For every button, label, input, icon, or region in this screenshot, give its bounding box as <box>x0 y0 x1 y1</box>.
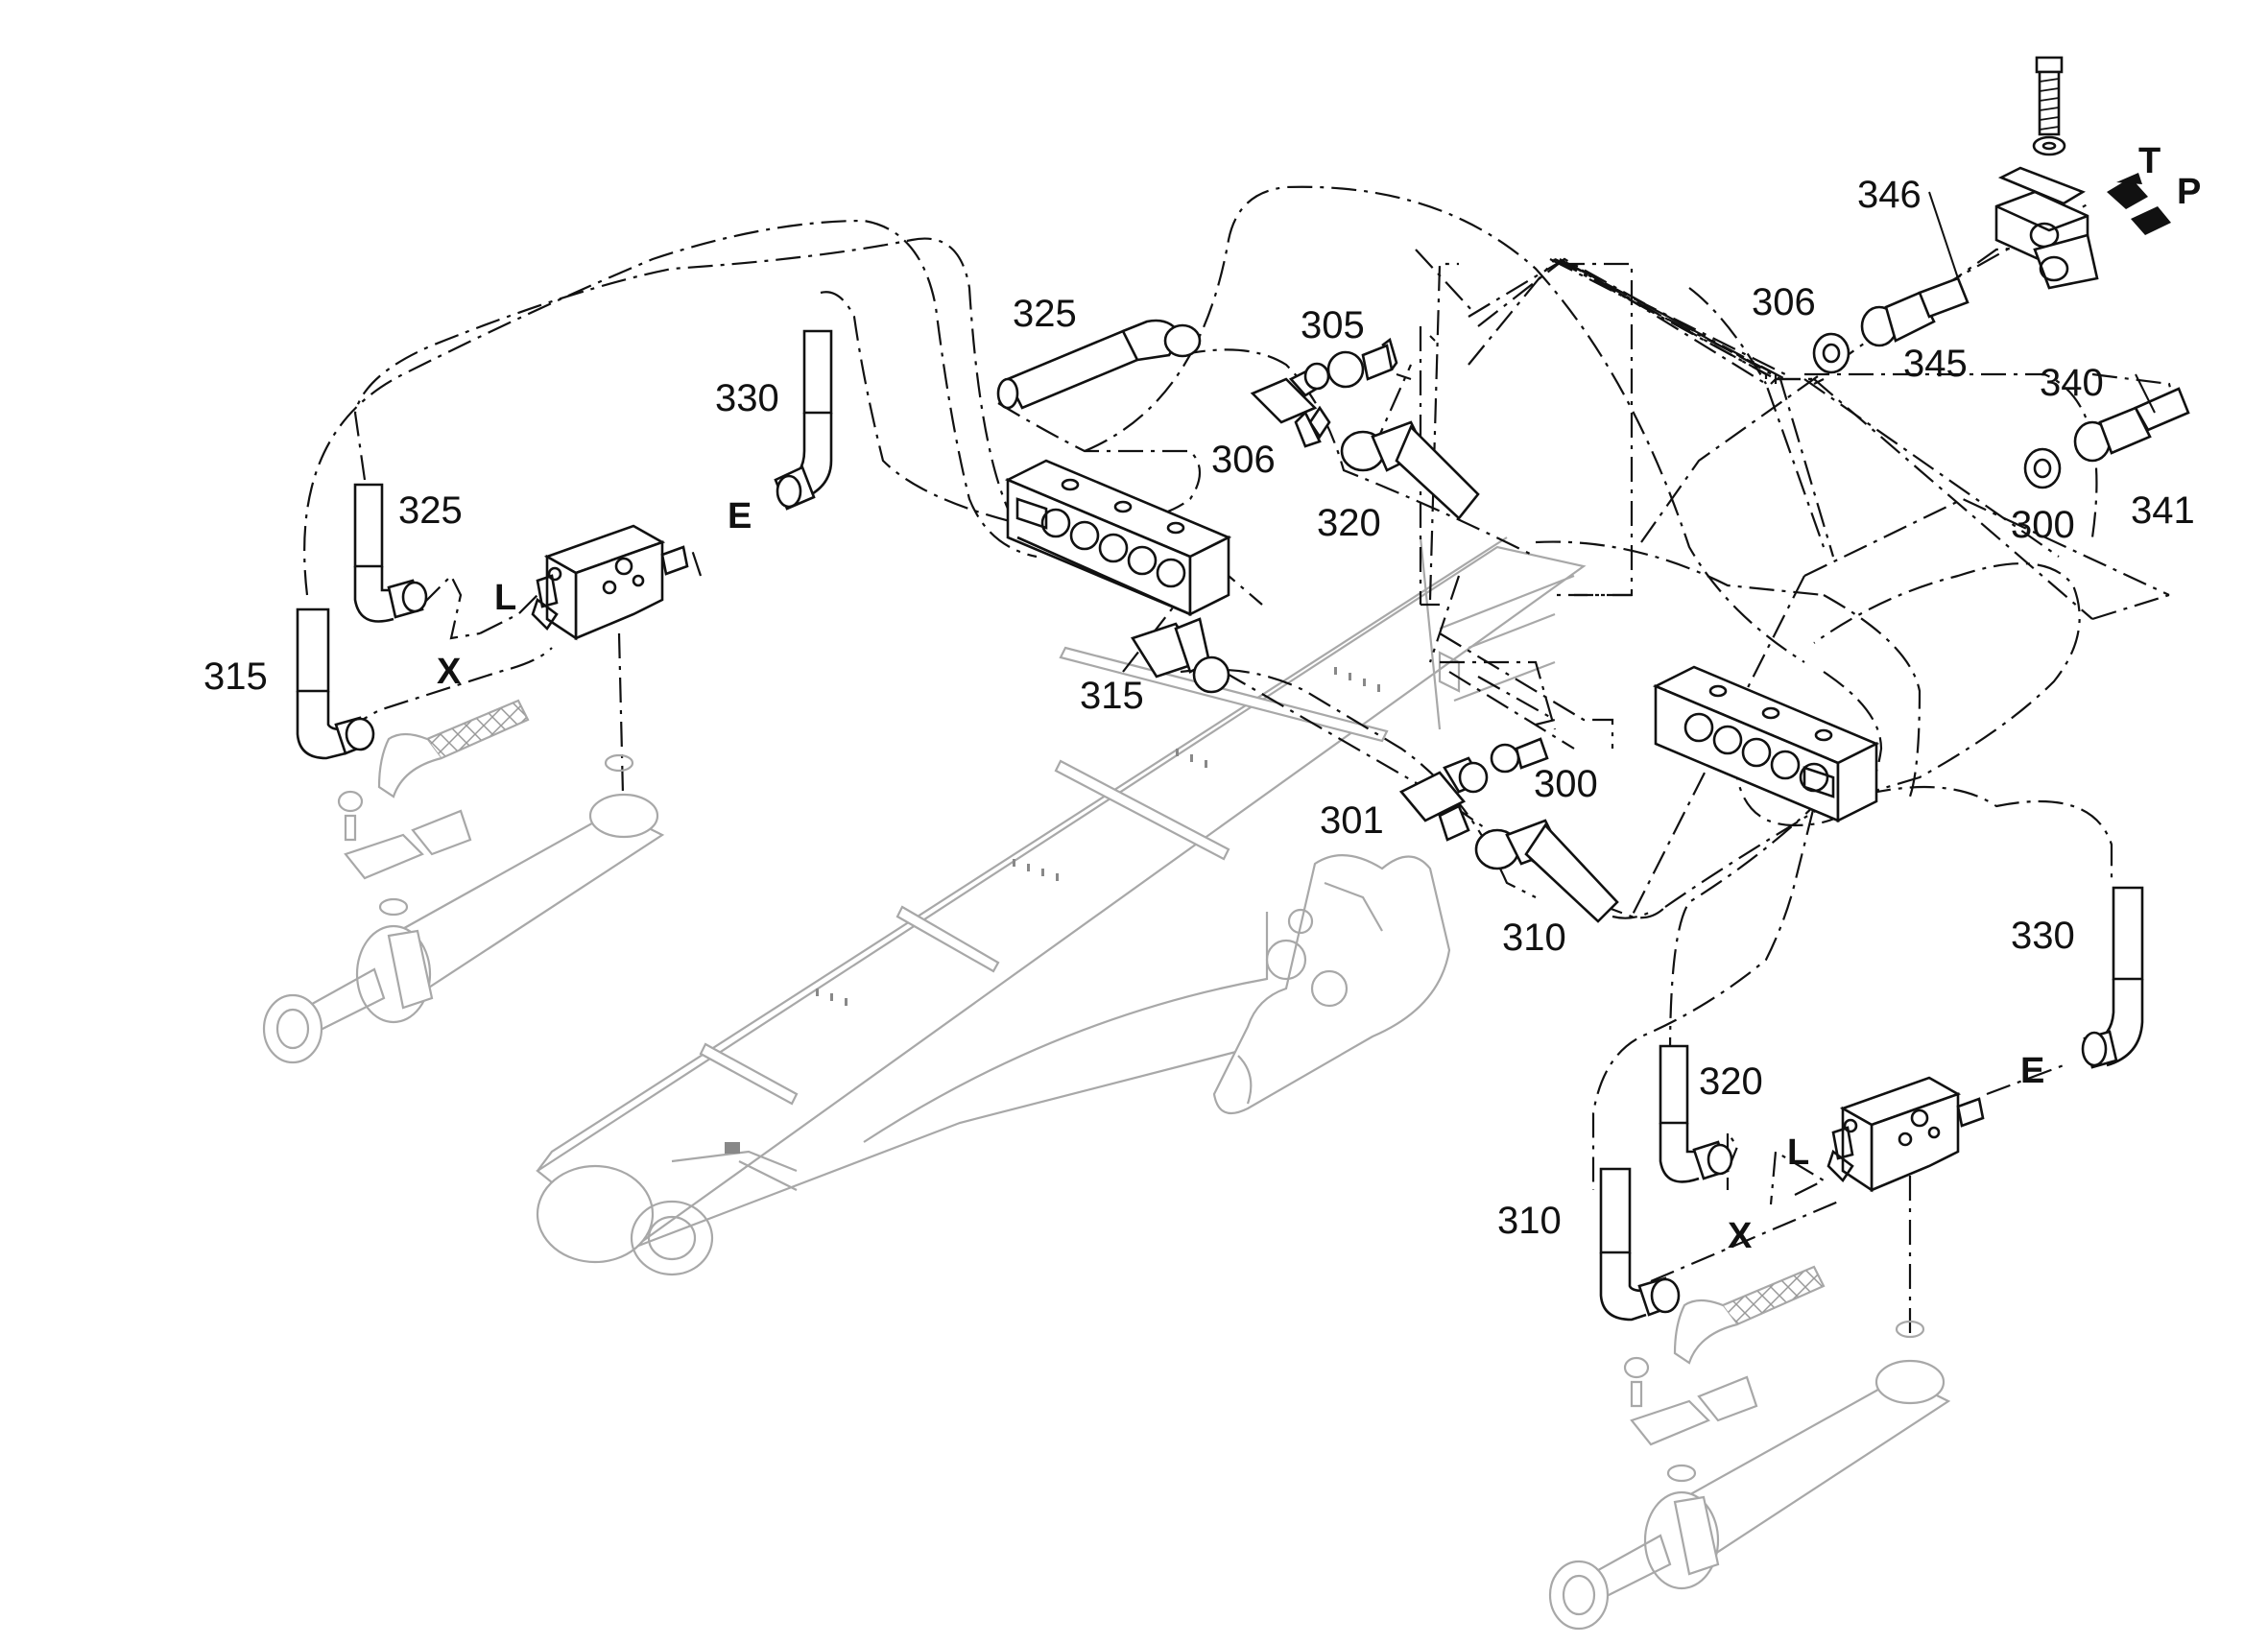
clamp-assembly-top-right <box>1994 56 2099 290</box>
port-label-E-right: E <box>2020 1051 2044 1091</box>
label-345: 345 <box>1903 343 1968 385</box>
label-315-center: 315 <box>1080 675 1144 717</box>
part-number-labels: 325 305 306 320 330 325 315 315 300 301 … <box>203 174 2195 1242</box>
port-label-E-left: E <box>728 496 752 536</box>
label-310-center: 310 <box>1502 917 1566 959</box>
label-330-left: 330 <box>715 377 779 419</box>
hose-310-right <box>1599 1167 1681 1322</box>
cylinder-right-ghost <box>1548 1265 1951 1631</box>
label-301: 301 <box>1320 799 1384 842</box>
valve-block-right <box>1826 1076 1985 1193</box>
port-label-L-left: L <box>494 578 516 618</box>
label-340: 340 <box>2040 362 2104 404</box>
clamp-block-right <box>1652 665 1880 823</box>
hose-345-346 <box>1812 276 1970 374</box>
label-300-center: 300 <box>1534 763 1598 805</box>
label-306-center: 306 <box>1211 439 1276 481</box>
label-325-left: 325 <box>398 489 463 532</box>
port-label-X-left: X <box>437 652 462 692</box>
hose-330-right <box>2081 886 2144 1069</box>
arrow-P-icon <box>2131 206 2171 235</box>
hose-315-center <box>1131 617 1230 694</box>
hose-325-center <box>996 319 1202 410</box>
hose-340-341 <box>2023 387 2190 489</box>
leader-lines <box>1396 191 2156 414</box>
hose-310-center <box>1474 819 1619 923</box>
clamp-block-center <box>1004 459 1232 617</box>
label-330-right: 330 <box>2011 915 2075 957</box>
label-306-right: 306 <box>1752 281 1816 323</box>
hose-330-left <box>774 329 833 511</box>
port-labels: E L X E L X T P <box>437 141 2201 1256</box>
label-320-center: 320 <box>1317 502 1381 544</box>
label-305: 305 <box>1301 304 1365 346</box>
label-346: 346 <box>1857 174 1922 216</box>
label-341: 341 <box>2131 489 2195 532</box>
label-320-right: 320 <box>1699 1060 1763 1103</box>
label-325-top: 325 <box>1013 293 1077 335</box>
arrow-T-icon <box>2107 173 2148 209</box>
cylinder-left-ghost <box>262 699 665 1064</box>
label-300-right: 300 <box>2011 504 2075 546</box>
port-label-T: T <box>2138 141 2161 181</box>
port-label-P: P <box>2177 172 2201 212</box>
hose-325-left <box>353 483 428 623</box>
hose-320-right <box>1659 1044 1733 1183</box>
hose-315-left <box>296 608 375 760</box>
boom-arm-ghost <box>536 536 1587 1276</box>
label-315-left: 315 <box>203 655 268 698</box>
fitting-tee-306-305 <box>1250 337 1398 448</box>
port-label-X-right: X <box>1728 1216 1753 1256</box>
valve-block-left <box>531 524 689 641</box>
port-label-L-right: L <box>1787 1132 1809 1173</box>
fitting-tee-301-300 <box>1398 737 1549 842</box>
hose-320-center <box>1340 420 1480 520</box>
label-310-right: 310 <box>1497 1200 1562 1242</box>
